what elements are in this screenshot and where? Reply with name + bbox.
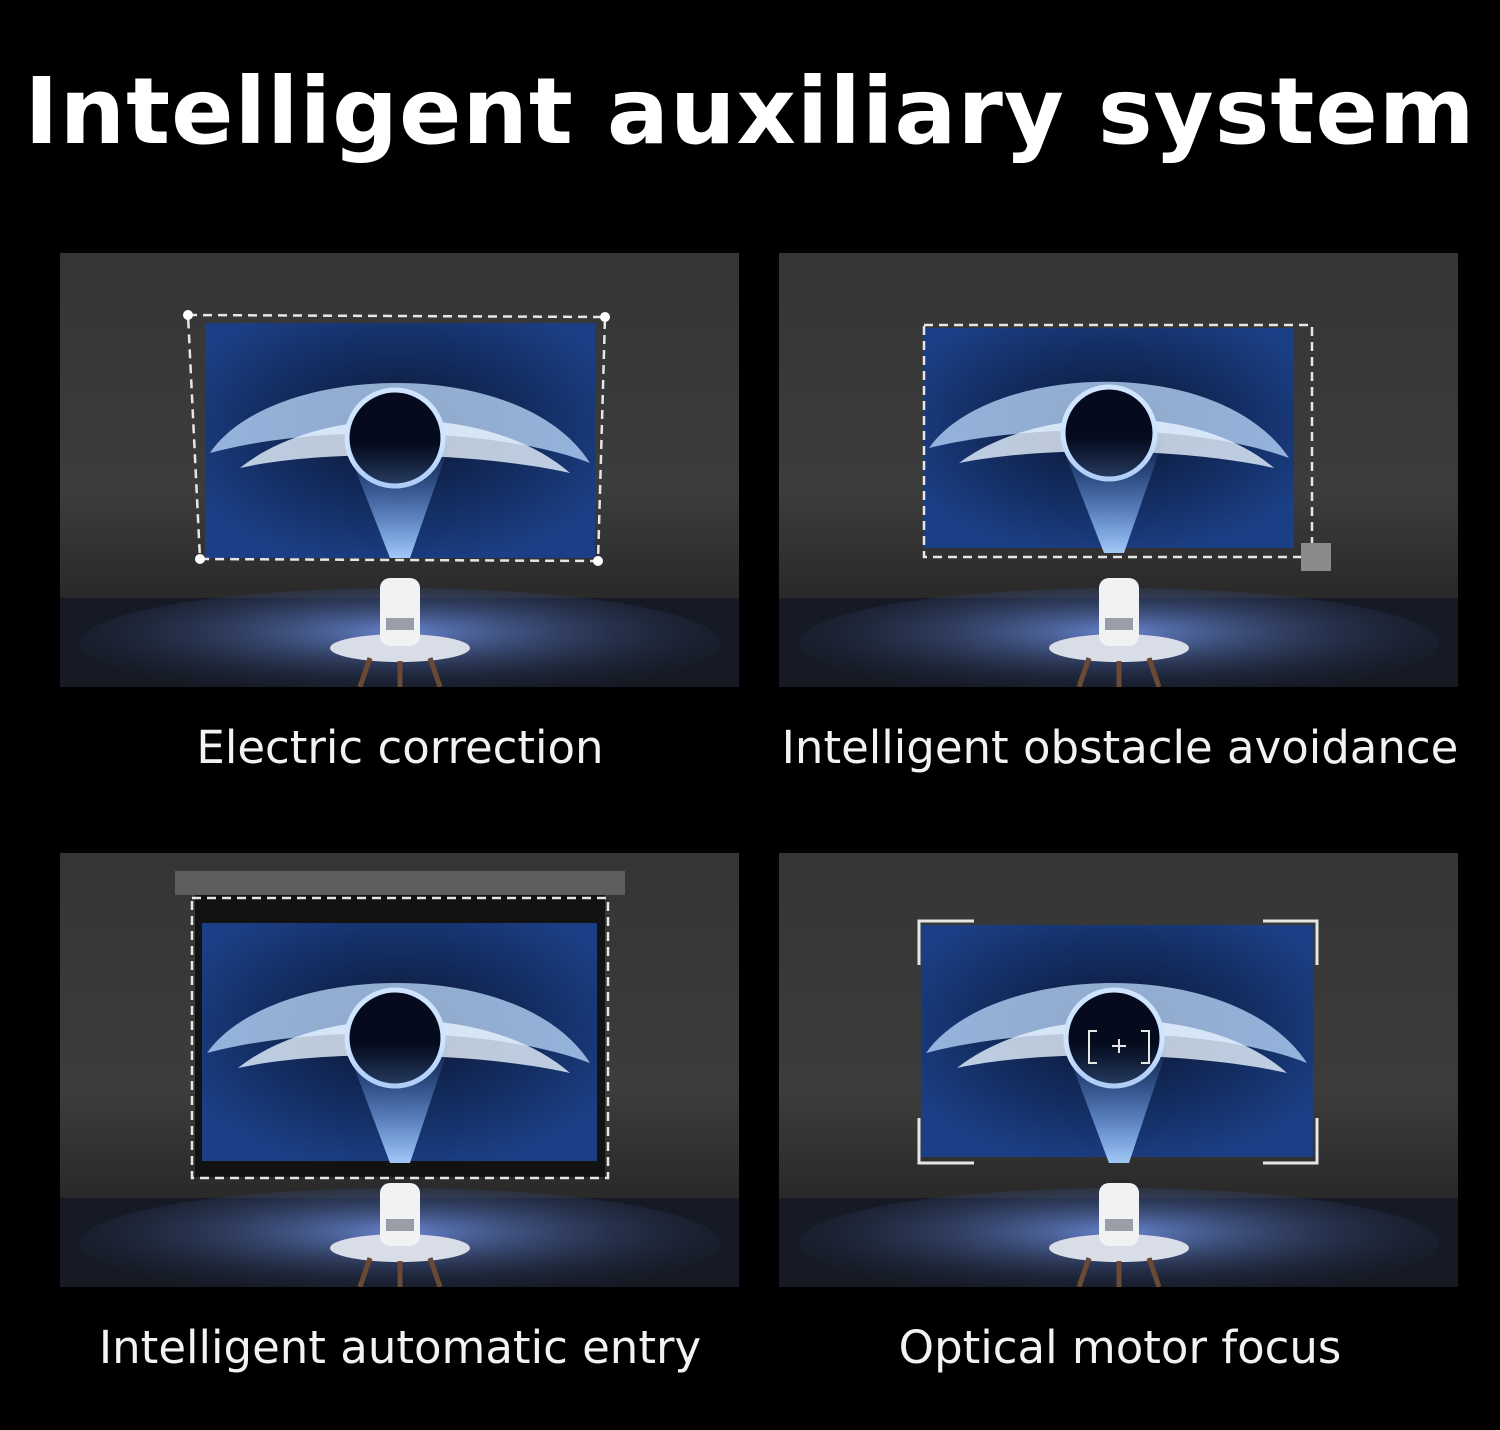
automatic-entry-scene xyxy=(60,871,739,1287)
obstacle-avoidance-scene xyxy=(779,323,1458,687)
page-title: Intelligent auxiliary system xyxy=(24,58,1476,165)
projector-screen-fit-frame xyxy=(190,896,610,1180)
motor-focus-scene xyxy=(779,919,1458,1287)
feature-panel-automatic-entry xyxy=(60,853,739,1287)
caption-automatic-entry: Intelligent automatic entry xyxy=(98,1321,702,1374)
focus-brackets xyxy=(917,919,1319,1165)
feature-panel-motor-focus xyxy=(779,853,1458,1287)
obstacle-avoidance-frame xyxy=(922,323,1314,559)
screen-housing xyxy=(175,871,625,895)
caption-motor-focus: Optical motor focus xyxy=(898,1321,1342,1374)
projector xyxy=(380,578,420,646)
feature-panel-electric-correction xyxy=(60,253,739,687)
caption-electric-correction: Electric correction xyxy=(196,721,604,774)
feature-panel-obstacle-avoidance xyxy=(779,253,1458,687)
electric-correction-scene xyxy=(60,310,739,687)
projector xyxy=(380,1183,420,1246)
projector xyxy=(1099,578,1139,646)
caption-obstacle-avoidance: Intelligent obstacle avoidance xyxy=(781,721,1459,774)
obstacle-block xyxy=(1301,543,1331,571)
focus-crosshair-icon xyxy=(1088,1030,1150,1064)
projector xyxy=(1099,1183,1139,1246)
